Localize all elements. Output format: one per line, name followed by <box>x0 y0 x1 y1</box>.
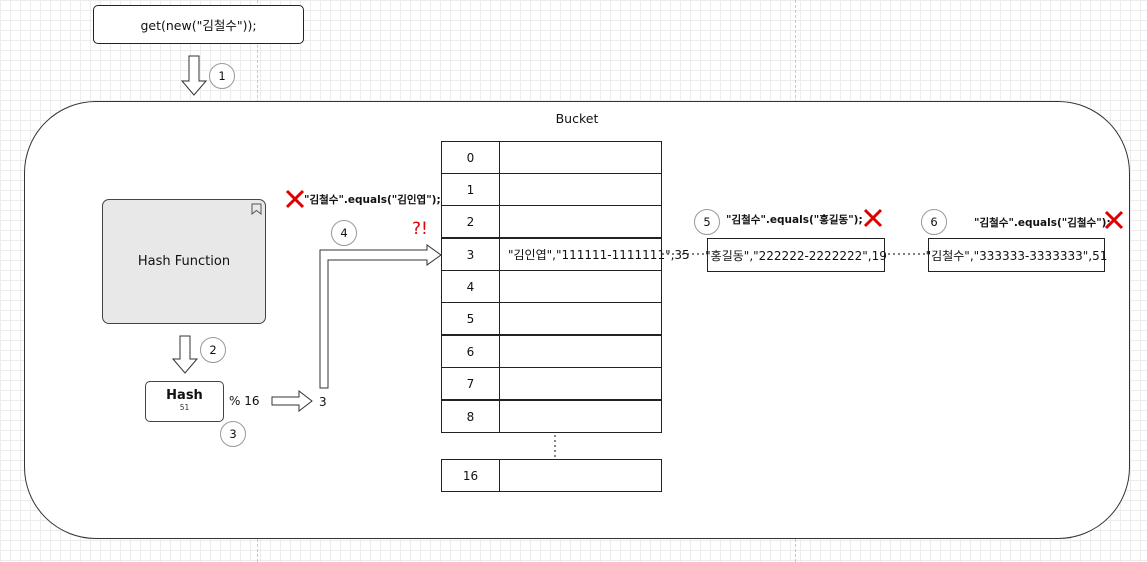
table-index-cell: 3 <box>441 238 500 271</box>
step-6-badge: 6 <box>921 209 947 235</box>
table-value-cell <box>499 459 662 492</box>
right-arrow-icon <box>271 390 313 412</box>
modulo-label: % 16 <box>229 394 260 408</box>
table-index-cell: 1 <box>441 173 500 206</box>
hash-value: 51 <box>179 403 190 412</box>
table-value-cell <box>499 367 662 400</box>
table-index-cell: 6 <box>441 335 500 368</box>
surprise-mark: ?! <box>412 219 428 239</box>
hash-function-box[interactable]: Hash Function <box>102 199 266 324</box>
chain-link <box>883 253 929 255</box>
chain-link <box>662 253 708 255</box>
table-index-cell: 5 <box>441 302 500 335</box>
ellipsis-connector <box>554 435 556 458</box>
table-value-cell <box>499 302 662 335</box>
table-index-cell: 7 <box>441 367 500 400</box>
mismatch-x-icon <box>285 189 305 209</box>
table-value-cell <box>499 400 662 433</box>
table-value-cell[interactable]: "김인엽","111111-1111111",35 <box>499 238 690 271</box>
hash-function-label: Hash Function <box>137 254 231 269</box>
hash-title: Hash <box>166 388 203 403</box>
step-3-badge: 3 <box>220 421 246 447</box>
table-index-cell: 8 <box>441 400 500 433</box>
step-2-badge: 2 <box>200 337 226 363</box>
chain-node[interactable]: "홍길동","222222-2222222",19 <box>705 238 887 272</box>
table-value-cell <box>499 205 662 238</box>
modulo-result: 3 <box>319 395 327 409</box>
slot-3-entry: "김인엽","111111-1111111",35 <box>508 248 690 262</box>
down-arrow-icon <box>172 335 198 374</box>
step-4-badge: 4 <box>331 220 357 246</box>
step-1-badge: 1 <box>209 63 235 89</box>
chain-node-text: "홍길동","222222-2222222",19 <box>705 248 887 263</box>
get-call-box[interactable]: get(new("김철수")); <box>93 5 304 44</box>
compare-text-3: "김철수".equals("김철수"); <box>974 217 1111 229</box>
table-index-cell: 4 <box>441 270 500 303</box>
table-value-cell <box>499 335 662 368</box>
hash-value-box[interactable]: Hash 51 <box>145 381 224 422</box>
compare-text-1: "김철수".equals("김인엽"); <box>304 194 441 206</box>
chain-node[interactable]: "김철수","333333-3333333",51 <box>925 238 1108 272</box>
table-index-cell: 2 <box>441 205 500 238</box>
bucket-label: Bucket <box>555 111 599 126</box>
step-5-badge: 5 <box>694 209 720 235</box>
elbow-arrow-icon <box>319 244 442 389</box>
down-arrow-icon <box>180 55 208 96</box>
chain-node-text: "김철수","333333-3333333",51 <box>925 248 1108 263</box>
table-value-cell <box>499 270 662 303</box>
mismatch-x-icon <box>1104 210 1124 230</box>
table-value-cell <box>499 173 662 206</box>
bookmark-icon <box>251 203 262 215</box>
table-index-cell: 0 <box>441 141 500 174</box>
compare-text-2: "김철수".equals("홍길동"); <box>726 214 863 226</box>
mismatch-x-icon <box>863 208 883 228</box>
table-index-cell: 16 <box>441 459 500 492</box>
table-value-cell <box>499 141 662 174</box>
get-call-text: get(new("김철수")); <box>140 18 257 33</box>
